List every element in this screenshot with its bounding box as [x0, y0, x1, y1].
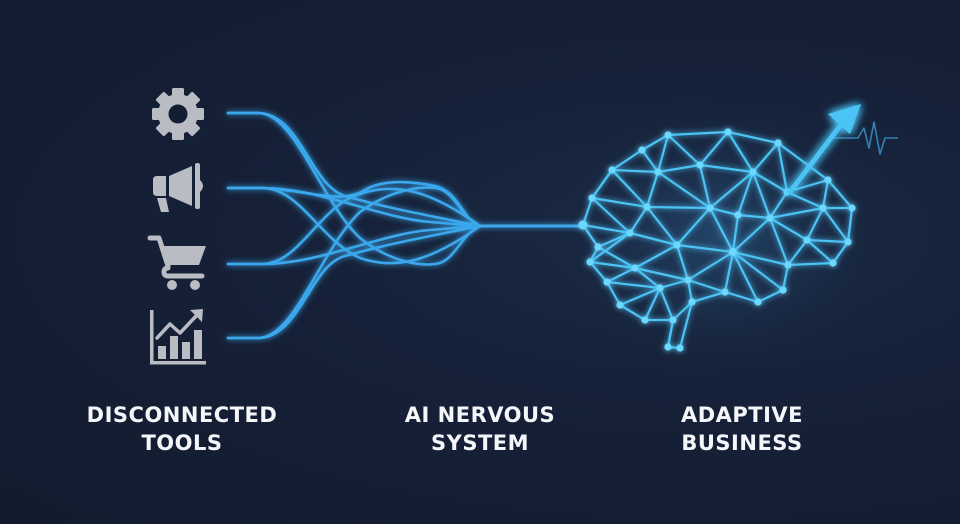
- label-line-2: SYSTEM: [430, 431, 530, 455]
- growth-chart-icon: [150, 309, 206, 365]
- heartbeat-line: [832, 121, 898, 155]
- network-brain: [578, 128, 856, 352]
- stage-label-adaptive-business: ADAPTIVE BUSINESS: [632, 401, 852, 457]
- shopping-cart-icon: [147, 235, 206, 290]
- label-line-1: DISCONNECTED: [86, 403, 278, 427]
- gear-icon: [152, 88, 204, 140]
- stage-label-disconnected-tools: DISCONNECTED TOOLS: [72, 401, 292, 457]
- converging-lines: [226, 111, 586, 340]
- growth-arrow-icon: [787, 104, 861, 195]
- label-line-2: TOOLS: [141, 431, 223, 455]
- label-line-1: ADAPTIVE: [680, 403, 804, 427]
- megaphone-icon: [153, 163, 203, 212]
- label-line-1: AI NERVOUS: [404, 403, 556, 427]
- stage-label-ai-nervous-system: AI NERVOUS SYSTEM: [370, 401, 590, 457]
- label-line-2: BUSINESS: [681, 431, 803, 455]
